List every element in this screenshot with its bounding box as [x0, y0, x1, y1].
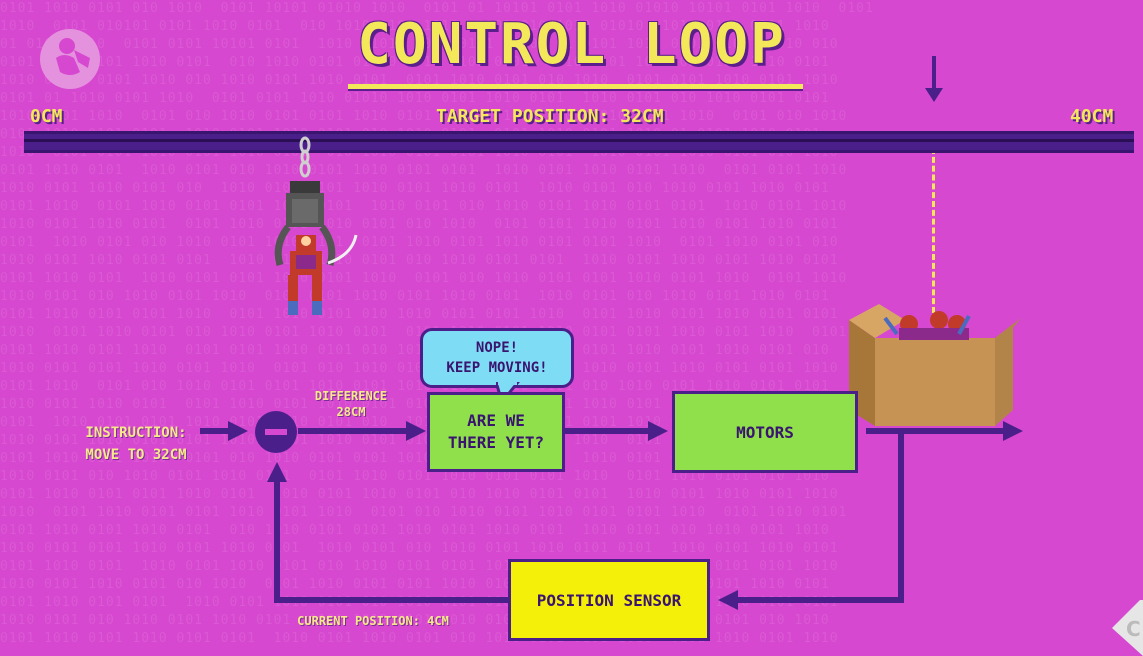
target-dashed-line: [932, 148, 935, 313]
target-position-label: TARGET POSITION: 32CM: [436, 106, 664, 127]
cardboard-box-icon: [849, 304, 1021, 426]
title-underline: [348, 84, 803, 89]
scale-end-label: 40CM: [1070, 106, 1114, 127]
check-box-line-1: ARE WE: [467, 411, 525, 430]
difference-label: DIFFERENCE 28CM: [296, 388, 406, 420]
page-title: CONTROL LOOP: [357, 12, 786, 77]
check-position-box: ARE WE THERE YET?: [427, 392, 565, 472]
difference-line-1: DIFFERENCE: [314, 389, 388, 403]
instruction-label: INSTRUCTION: MOVE TO 32CM: [66, 422, 206, 466]
svg-text:C: C: [1126, 617, 1141, 641]
speech-bubble: NOPE! KEEP MOVING!: [420, 328, 574, 388]
speech-line-1: NOPE!: [475, 340, 519, 356]
check-box-line-2: THERE YET?: [447, 433, 545, 452]
pbs-logo-icon: [40, 29, 100, 89]
position-sensor-label: POSITION SENSOR: [536, 590, 682, 610]
target-marker-arrow-icon: [925, 88, 943, 102]
minus-junction-icon: [255, 411, 297, 453]
instruction-line-1: INSTRUCTION:: [85, 425, 187, 441]
position-sensor-box: POSITION SENSOR: [508, 559, 710, 641]
difference-line-2: 28CM: [336, 405, 366, 419]
robot-claw-icon: [274, 136, 358, 315]
instruction-line-2: MOVE TO 32CM: [85, 447, 187, 463]
motors-box: MOTORS: [672, 391, 858, 473]
scale-start-label: 0CM: [30, 106, 63, 127]
crash-course-logo-icon: C: [1112, 600, 1143, 656]
motors-label: MOTORS: [736, 422, 794, 442]
target-marker-line: [932, 56, 936, 92]
speech-line-2: KEEP MOVING!: [446, 360, 548, 376]
current-position-label: CURRENT POSITION: 4CM: [297, 614, 449, 628]
